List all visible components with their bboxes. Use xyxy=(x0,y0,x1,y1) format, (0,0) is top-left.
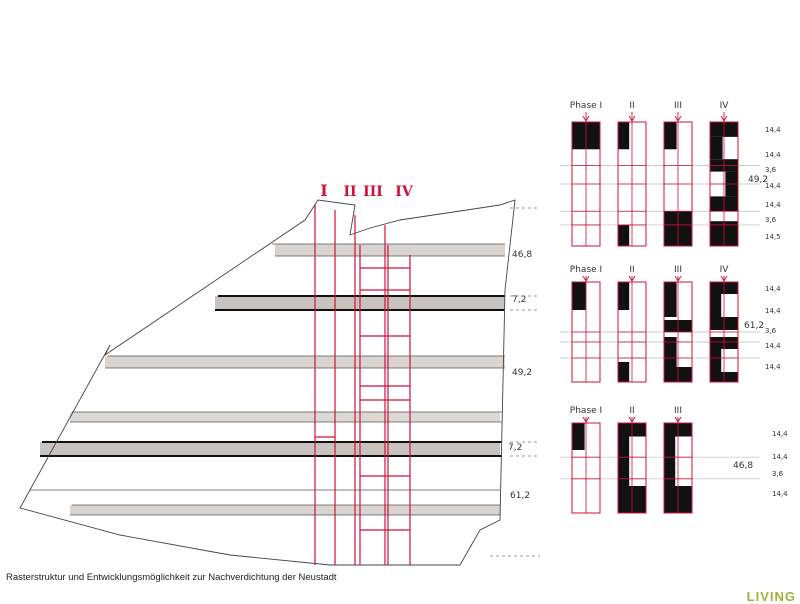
built-block xyxy=(572,282,586,310)
column-label: Phase I xyxy=(570,265,602,275)
side-dimension: 14,4 xyxy=(765,151,781,159)
band-3 xyxy=(105,356,505,368)
built-block xyxy=(664,282,677,317)
side-dimension: 14,5 xyxy=(765,233,781,241)
built-block xyxy=(710,349,722,372)
column-label: III xyxy=(674,101,682,111)
site-outline xyxy=(19,199,516,566)
dim-5: 61,2 xyxy=(510,491,530,501)
phase-header-2: II xyxy=(343,184,356,200)
arrow-head xyxy=(628,115,636,122)
built-block xyxy=(618,224,630,246)
side-dimension: 14,4 xyxy=(765,363,781,371)
column-label: III xyxy=(674,406,682,416)
column-label: IV xyxy=(720,101,730,111)
arrow-head xyxy=(582,275,590,282)
side-dimension: 3,6 xyxy=(765,216,777,224)
phase-headers: I II III IV xyxy=(320,181,414,200)
built-block xyxy=(710,294,722,317)
band-4 xyxy=(70,412,500,422)
side-dimension: 14,4 xyxy=(772,430,788,438)
column-label: III xyxy=(674,265,682,275)
phase-header-1: I xyxy=(320,181,327,200)
phase-grid xyxy=(314,205,411,565)
built-block xyxy=(618,282,630,310)
built-block xyxy=(618,122,630,150)
dimension-ticks xyxy=(490,207,540,557)
built-block xyxy=(664,122,677,150)
column-label: II xyxy=(629,406,634,416)
side-dimension: 14,4 xyxy=(765,307,781,315)
side-dimension: 14,4 xyxy=(765,201,781,209)
dim-3: 49,2 xyxy=(512,368,532,378)
arrow-head xyxy=(674,275,682,282)
band-6 xyxy=(70,505,500,515)
phase-header-3: III xyxy=(363,184,383,200)
dim-2: 7,2 xyxy=(512,295,526,305)
group-total: 61,2 xyxy=(744,321,764,331)
column-label: Phase I xyxy=(570,406,602,416)
dim-1: 46,8 xyxy=(512,250,532,260)
group-total: 49,2 xyxy=(748,175,768,185)
arrow-head xyxy=(582,115,590,122)
built-block xyxy=(572,423,585,450)
phase-header-4: IV xyxy=(395,184,414,200)
arrow-head xyxy=(628,416,636,423)
arrow-head xyxy=(674,416,682,423)
arrow-head xyxy=(674,115,682,122)
built-block xyxy=(710,136,723,160)
side-dimension: 3,6 xyxy=(772,470,784,478)
column-label: IV xyxy=(720,265,730,275)
side-dimension: 14,4 xyxy=(765,342,781,350)
side-dimension: 14,4 xyxy=(765,285,781,293)
band-5 xyxy=(40,442,500,456)
dim-4: 7,2 xyxy=(508,443,522,453)
column-label: II xyxy=(629,101,634,111)
side-dimension: 14,4 xyxy=(765,126,781,134)
group-total: 46,8 xyxy=(733,461,753,471)
side-dimension: 14,4 xyxy=(772,453,788,461)
arrow-head xyxy=(582,416,590,423)
side-dimension: 14,4 xyxy=(772,490,788,498)
band-1 xyxy=(275,244,505,256)
column-label: II xyxy=(629,265,634,275)
horizontal-lines xyxy=(30,243,505,516)
built-block xyxy=(618,362,630,382)
logo: LIVING xyxy=(746,589,796,604)
caption: Rasterstruktur und Entwicklungsmöglichke… xyxy=(6,572,337,583)
built-block xyxy=(664,436,676,486)
column-label: Phase I xyxy=(570,101,602,111)
side-dimension: 3,6 xyxy=(765,166,777,174)
side-dimension: 3,6 xyxy=(765,327,777,335)
arrow-head xyxy=(628,275,636,282)
built-block xyxy=(618,436,630,486)
side-dimension: 14,4 xyxy=(765,182,781,190)
site-plan: I II III IV 46,8 7,2 49,2 7,2 61,2 xyxy=(19,181,540,566)
arrow-head xyxy=(720,275,728,282)
arrow-head xyxy=(720,115,728,122)
